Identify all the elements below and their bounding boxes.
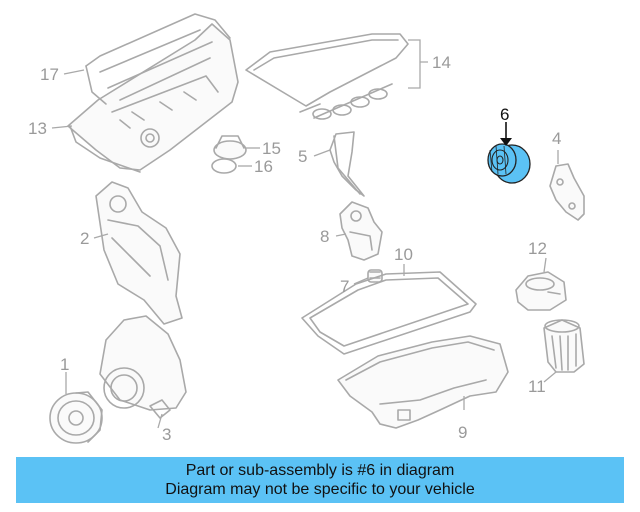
part-oil-cap [211, 135, 247, 174]
callout-5: 5 [298, 147, 307, 166]
part-oil-pan-gasket [301, 271, 477, 355]
part-filter-housing [515, 271, 567, 311]
part-oil-pump [339, 201, 383, 261]
callout-6: 6 [500, 105, 509, 124]
part-bracket [549, 163, 585, 221]
leader-lines [51, 39, 559, 429]
part-crank-pulley [49, 391, 103, 444]
part-valve-cover [67, 13, 239, 173]
callout-8: 8 [320, 227, 329, 246]
callout-3: 3 [162, 425, 171, 444]
callout-14: 14 [432, 53, 451, 72]
callout-7: 7 [340, 277, 349, 296]
callout-15: 15 [262, 139, 281, 158]
part-timing-belt [329, 131, 365, 197]
callout-11: 11 [528, 377, 546, 396]
banner-line-2: Diagram may not be specific to your vehi… [165, 481, 475, 498]
callout-17: 17 [40, 65, 59, 84]
leader-6-arrowhead [500, 138, 512, 146]
part-timing-cover [95, 181, 183, 325]
info-banner: Part or sub-assembly is #6 in diagram Di… [16, 457, 624, 503]
callout-1: 1 [60, 355, 69, 374]
callout-2: 2 [80, 229, 89, 248]
part-6-pulley [487, 143, 531, 184]
callout-12: 12 [528, 239, 547, 258]
part-oil-filter [543, 319, 585, 373]
part-oil-pan [337, 335, 509, 429]
part-valve-cover-gasket [245, 33, 409, 120]
part-lower-cover [99, 315, 187, 419]
callout-13: 13 [28, 119, 47, 138]
callout-4: 4 [552, 129, 561, 148]
callout-10: 10 [394, 245, 413, 264]
banner-line-1: Part or sub-assembly is #6 in diagram [185, 462, 455, 479]
callout-9: 9 [458, 423, 467, 442]
callout-16: 16 [254, 157, 273, 176]
